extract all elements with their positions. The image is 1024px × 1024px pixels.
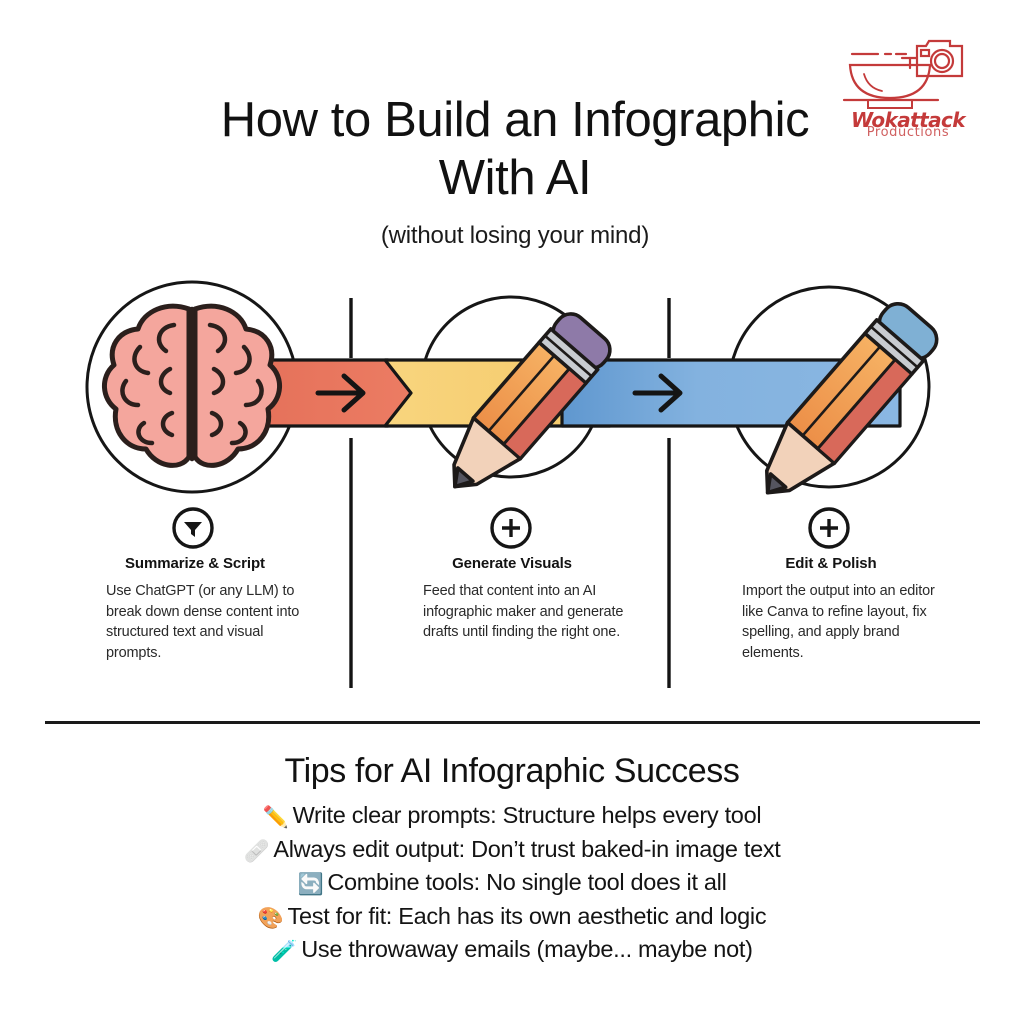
- arrow-right-icon-2: [632, 373, 683, 413]
- tip-row-1: ✏️Write clear prompts: Structure helps e…: [0, 799, 1024, 833]
- test-tube-emoji: 🧪: [271, 939, 298, 964]
- step-description-3: Import the output into an editor like Ca…: [742, 583, 935, 661]
- brain-right-hemisphere: [192, 303, 282, 468]
- tips-title: Tips for AI Infographic Success: [284, 752, 740, 790]
- main-title: How to Build an Infographic With AI: [120, 92, 910, 208]
- step-title-2: Generate Visuals: [452, 555, 572, 572]
- column-dividers: [349, 298, 671, 688]
- tip-text-3: Combine tools: No single tool does it al…: [327, 869, 727, 896]
- subtitle: (without losing your mind): [380, 221, 650, 249]
- tips-section: Tips for AI Infographic Success ✏️Write …: [0, 752, 1024, 967]
- pencil-blue-eraser: [765, 301, 939, 495]
- step-column-3: Edit & Polish Import the output into an …: [716, 555, 946, 663]
- tip-text-1: Write clear prompts: Structure helps eve…: [292, 802, 762, 828]
- pencil-tip: [453, 466, 475, 489]
- camera-icon: [915, 39, 964, 78]
- tip-text-2: Always edit output: Don’t trust baked-in…: [273, 835, 781, 862]
- band-arrows: [315, 373, 683, 413]
- plus-icon-2: [808, 507, 850, 549]
- logo-mark: [842, 39, 964, 109]
- plus-icon-1: [490, 507, 532, 549]
- process-flow: [0, 270, 1024, 710]
- tip-row-3: 🔄Combine tools: No single tool does it a…: [0, 866, 1024, 900]
- page-title: How to Build an Infographic With AI (wit…: [120, 92, 910, 250]
- step-title-1: Summarize & Script: [125, 555, 265, 572]
- step-title-3: Edit & Polish: [785, 555, 877, 572]
- step-icon-badges: [172, 507, 850, 549]
- tip-text-5: Use throwaway emails (maybe... maybe not…: [301, 936, 753, 963]
- tip-row-4: 🎨Test for fit: Each has its own aestheti…: [0, 900, 1024, 934]
- pencil-purple-eraser: [452, 312, 612, 489]
- step-column-2: Generate Visuals Feed that content into …: [397, 555, 627, 643]
- flow-diagram: [85, 280, 939, 688]
- tip-text-4: Test for fit: Each has its own aesthetic…: [287, 902, 767, 929]
- logo-tagline: Productions: [866, 125, 950, 140]
- arrow-right-icon-1: [315, 373, 366, 413]
- logo-wordmark: Wokattack Productions: [838, 110, 978, 139]
- main-title-line-2: With AI: [438, 150, 592, 205]
- tip-row-5: 🧪Use throwaway emails (maybe... maybe no…: [0, 933, 1024, 967]
- pencil-tip: [765, 472, 788, 495]
- step-description-1: Use ChatGPT (or any LLM) to break down d…: [106, 583, 300, 661]
- eraser-emoji: 🩹: [243, 838, 270, 863]
- step-description-2: Feed that content into an AI infographic…: [423, 583, 624, 641]
- brain-left-hemisphere: [102, 303, 192, 468]
- section-divider: [45, 721, 980, 724]
- brand-logo: Wokattack Productions: [838, 32, 978, 160]
- tip-row-2: 🩹Always edit output: Don’t trust baked-i…: [0, 833, 1024, 867]
- brain-illustration: [102, 303, 282, 468]
- funnel-icon: [172, 507, 214, 549]
- pencil-emoji: ✏️: [262, 805, 289, 829]
- refresh-emoji: 🔄: [297, 872, 324, 897]
- step-column-1: Summarize & Script Use ChatGPT (or any L…: [80, 555, 310, 663]
- logo-name: Wokattack: [851, 108, 965, 132]
- palette-emoji: 🎨: [257, 905, 284, 930]
- main-title-line-1: How to Build an Infographic: [220, 93, 810, 147]
